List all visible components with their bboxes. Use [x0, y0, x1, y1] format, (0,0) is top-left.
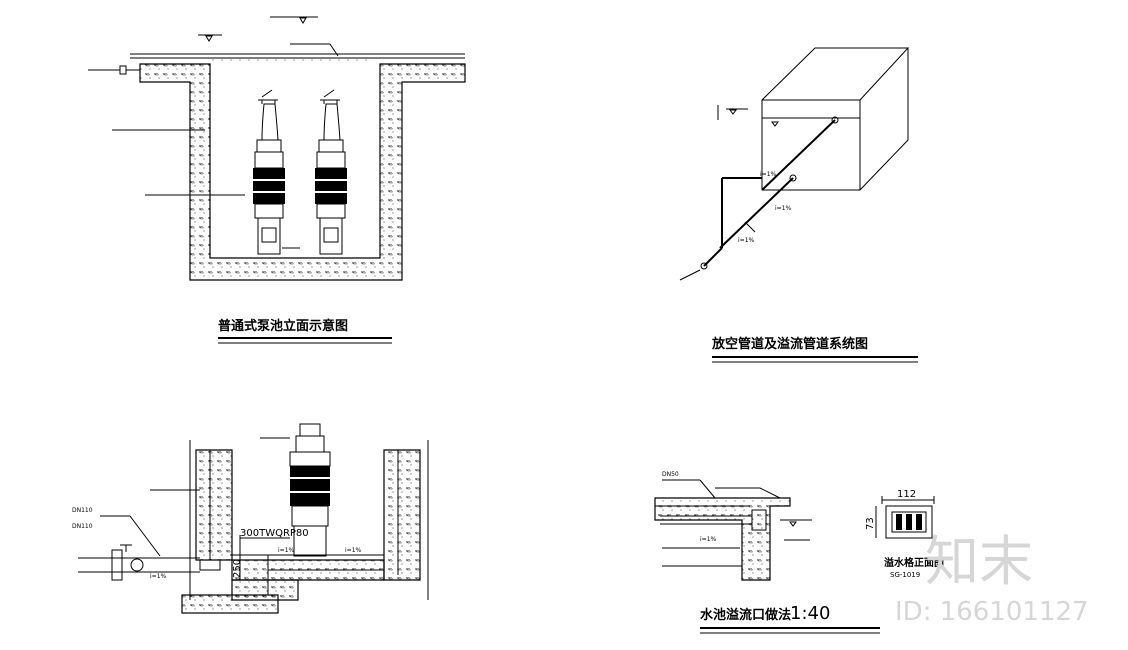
inset-reference: SG-1019	[890, 571, 920, 579]
section-pipe-label-1: DN110	[72, 507, 93, 514]
pump-1-shape	[253, 89, 285, 255]
pump-section-drawing: DN110 DN110 250 300TWQRP80 i=1% i=1% i=1…	[72, 423, 429, 614]
section-slope-right: i=1%	[345, 547, 362, 554]
inset-dim-width: 112	[897, 489, 916, 500]
overflow-slope-2: i=1%	[738, 237, 755, 244]
watermark-id: ID: 166101127	[895, 597, 1089, 627]
overflow-outlet-scale: 1:40	[790, 603, 830, 624]
overflow-system-drawing: i=1% i=1% i=1% 放空管道及溢流管道系统图	[679, 47, 918, 363]
overflow-grate-inset: 112 73 溢水格正面图 SG-1019	[865, 489, 944, 579]
overflow-slope-3: i=1%	[775, 205, 792, 212]
overflow-outlet-title: 水池溢流口做法	[700, 607, 791, 623]
overflow-outlet-drawing: DN50 i=1% 112 73 溢水格正面图 SG-1019 水池溢流口做法 …	[654, 471, 944, 634]
section-dim-vertical: 250	[232, 559, 243, 578]
inset-caption: 溢水格正面图	[884, 556, 944, 569]
section-pipe-label-2: DN110	[72, 523, 93, 530]
inset-dim-height: 73	[865, 517, 876, 530]
section-model-text: 300TWQRP80	[240, 528, 309, 539]
pump-2-shape	[315, 89, 347, 255]
outlet-pipe-label: DN50	[662, 471, 679, 478]
watermark-logo: 知末	[925, 530, 1033, 593]
section-slope-mid: i=1%	[278, 547, 295, 554]
pump-elevation-title: 普通式泵池立面示意图	[218, 318, 348, 334]
overflow-system-title: 放空管道及溢流管道系统图	[711, 336, 868, 352]
section-slope-left: i=1%	[150, 573, 167, 580]
pump-elevation-drawing: 普通式泵池立面示意图	[88, 16, 466, 344]
overflow-slope-1: i=1%	[760, 171, 777, 178]
outlet-slope: i=1%	[700, 536, 717, 543]
section-pump-shape	[289, 423, 331, 557]
watermark: 知末 ID: 166101127	[895, 530, 1089, 627]
